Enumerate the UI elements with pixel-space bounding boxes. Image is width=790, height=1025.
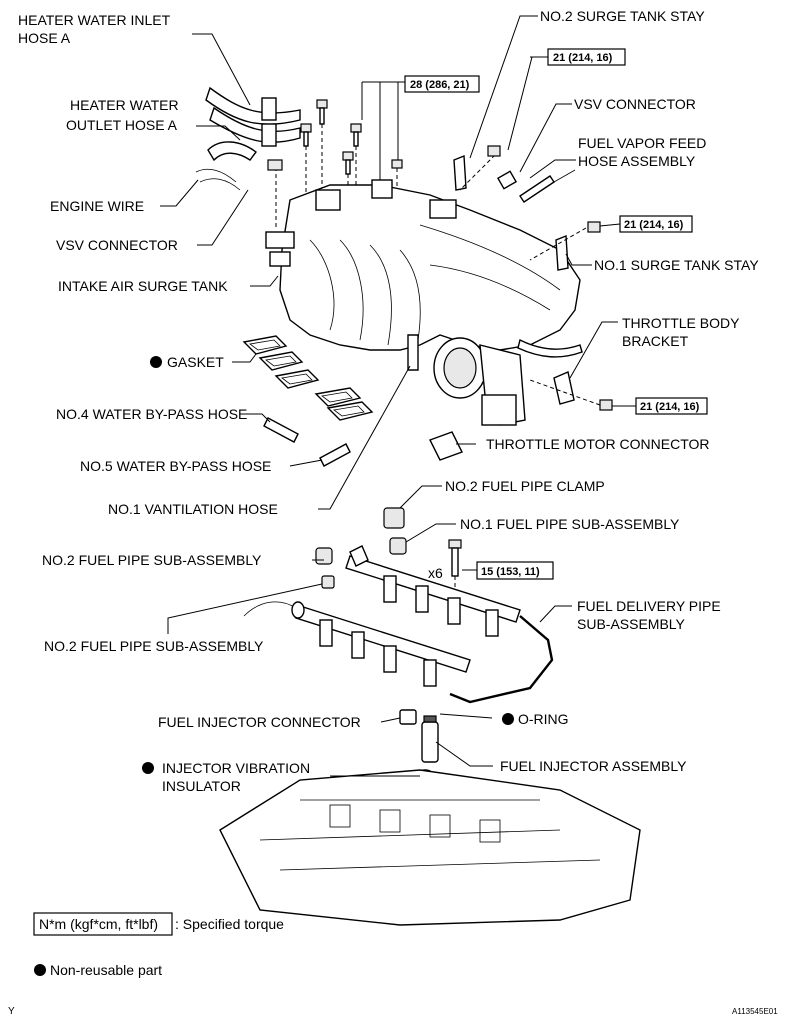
label-throttle-bracket-2: BRACKET	[622, 333, 689, 349]
label-o-ring: O-RING	[518, 711, 569, 727]
legend-torque-text: : Specified torque	[175, 916, 284, 932]
parts-artwork	[195, 86, 641, 926]
legend-torque-box: N*m (kgf*cm, ft*lbf)	[39, 916, 158, 932]
label-fuel-vapor-1: FUEL VAPOR FEED	[578, 135, 706, 151]
label-injector-insulator-1: INJECTOR VIBRATION	[162, 760, 310, 776]
torque-no2-stay: 21 (214, 16)	[553, 52, 613, 64]
label-no2-fuel-pipe-clamp: NO.2 FUEL PIPE CLAMP	[445, 478, 605, 494]
gasket-set	[242, 335, 374, 421]
label-fuel-injector-connector: FUEL INJECTOR CONNECTOR	[158, 714, 361, 730]
heater-water-hoses	[195, 86, 301, 191]
throttle-body	[433, 337, 526, 426]
label-fuel-vapor-2: HOSE ASSEMBLY	[578, 153, 696, 169]
part-labels: HEATER WATER INLET HOSE A HEATER WATER O…	[18, 8, 759, 794]
nonreusable-dot-gasket	[150, 356, 162, 368]
legend-nonreusable-text: Non-reusable part	[50, 962, 162, 978]
label-throttle-bracket-1: THROTTLE BODY	[622, 315, 740, 331]
label-no2-fuel-pipe-sub-upper: NO.2 FUEL PIPE SUB-ASSEMBLY	[42, 552, 262, 568]
label-no1-ventilation: NO.1 VANTILATION HOSE	[108, 501, 278, 517]
leader-lines	[160, 15, 636, 777]
footer: Y A113545E01	[8, 1006, 778, 1017]
label-gasket: GASKET	[167, 354, 224, 370]
label-fuel-delivery-2: SUB-ASSEMBLY	[577, 616, 686, 632]
torque-delivery-pipe: 15 (153, 11)	[481, 566, 540, 578]
vsv-connector-right-part	[496, 169, 576, 203]
footer-left-mark: Y	[8, 1006, 15, 1017]
label-no1-fuel-pipe-sub: NO.1 FUEL PIPE SUB-ASSEMBLY	[460, 516, 680, 532]
label-intake-air-surge-tank: INTAKE AIR SURGE TANK	[58, 278, 228, 294]
legend-nonreusable-dot	[34, 964, 46, 976]
label-throttle-motor-connector: THROTTLE MOTOR CONNECTOR	[486, 436, 710, 452]
label-vsv-connector-right: VSV CONNECTOR	[574, 96, 696, 112]
nonreusable-dot-insulator	[142, 762, 154, 774]
fuel-delivery-pipes	[243, 545, 554, 704]
label-quantity: x6	[428, 565, 443, 581]
surge-tank-stays	[453, 145, 613, 411]
label-no2-surge-tank-stay: NO.2 SURGE TANK STAY	[540, 8, 705, 24]
label-heater-inlet-2: HOSE A	[18, 30, 71, 46]
throttle-motor-connector-part	[429, 431, 463, 461]
legend: N*m (kgf*cm, ft*lbf) : Specified torque …	[33, 912, 284, 978]
torque-bracket: 21 (214, 16)	[640, 401, 700, 413]
label-heater-inlet-1: HEATER WATER INLET	[18, 12, 171, 28]
label-engine-wire: ENGINE WIRE	[50, 198, 144, 214]
torque-boxes: 28 (286, 21) 21 (214, 16) 21 (214, 16) 2…	[404, 48, 708, 580]
label-no4-water-bypass: NO.4 WATER BY-PASS HOSE	[56, 406, 247, 422]
cylinder-head	[219, 769, 641, 926]
figure-id: A113545E01	[732, 1007, 778, 1016]
water-bypass-hoses	[263, 334, 419, 467]
torque-no1-stay: 21 (214, 16)	[624, 219, 684, 231]
intake-air-surge-tank	[265, 179, 583, 358]
label-fuel-delivery-1: FUEL DELIVERY PIPE	[577, 598, 721, 614]
label-no5-water-bypass: NO.5 WATER BY-PASS HOSE	[80, 458, 271, 474]
label-vsv-connector-left: VSV CONNECTOR	[56, 237, 178, 253]
label-no1-surge-tank-stay: NO.1 SURGE TANK STAY	[594, 257, 759, 273]
nonreusable-dot-o-ring	[502, 713, 514, 725]
fuel-pipe-clamps	[315, 507, 407, 589]
label-heater-outlet-2: OUTLET HOSE A	[66, 117, 178, 133]
label-injector-insulator-2: INSULATOR	[162, 778, 241, 794]
label-fuel-injector-assembly: FUEL INJECTOR ASSEMBLY	[500, 758, 687, 774]
torque-intake-bolts: 28 (286, 21)	[410, 79, 470, 91]
label-no2-fuel-pipe-sub-lower: NO.2 FUEL PIPE SUB-ASSEMBLY	[44, 638, 264, 654]
label-heater-outlet-1: HEATER WATER	[70, 97, 179, 113]
